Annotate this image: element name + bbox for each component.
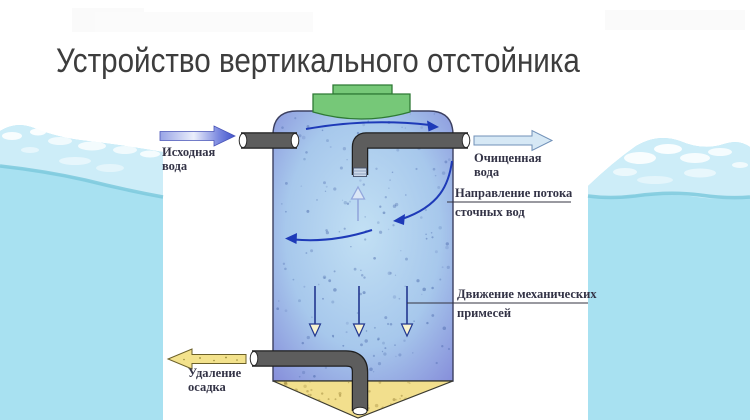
right-water-photo (587, 137, 750, 420)
flow-arrowheads (285, 120, 439, 244)
left-water-photo (0, 125, 164, 420)
label-sludge-line2: осадка (188, 380, 227, 394)
flow-arrow-bottom-curve (293, 229, 373, 242)
flow-arrowhead-right-icon (427, 120, 439, 132)
flow-arrow-top (305, 121, 431, 130)
label-sludge-removal: Удаление осадка (188, 366, 242, 394)
settling-arrows (308, 286, 414, 338)
label-sludge-line1: Удаление (188, 366, 242, 380)
sludge-flow-arrow-icon (166, 348, 247, 370)
right-foam (613, 144, 748, 184)
label-flow-direction: Направление потока сточных вод (455, 186, 573, 219)
inlet-pipe (238, 132, 300, 149)
label-outlet-line2: вода (474, 165, 500, 179)
sludge-pipe (249, 350, 369, 416)
label-inlet-line1: Исходная (162, 145, 216, 159)
internal-flow-arrows (293, 121, 453, 242)
right-waterline (587, 191, 750, 200)
label-outlet-water: Очищенная вода (474, 151, 542, 179)
settle-arrow-icon (308, 286, 322, 338)
left-foam (2, 128, 160, 172)
outlet-pipe (351, 132, 471, 177)
inlet-flow-arrow-icon (159, 125, 236, 147)
settle-arrow-icon (352, 286, 366, 338)
slide-title: Устройство вертикального отстойника (56, 42, 580, 80)
label-impurities-line2: примесей (457, 306, 511, 320)
label-flow-direction-line1: Направление потока (455, 186, 573, 200)
label-flow-direction-line2: сточных вод (455, 205, 525, 219)
outlet-flow-arrow-icon (473, 129, 554, 152)
label-outlet-line1: Очищенная (474, 151, 542, 165)
tank-cap (312, 84, 411, 120)
flow-arrow-right-curve (401, 160, 453, 220)
upflow-arrow-icon (350, 185, 366, 221)
label-impurities: Движение механических примесей (457, 287, 597, 320)
label-inlet-water: Исходная вода (162, 145, 216, 173)
flow-arrowhead-left-icon (393, 214, 405, 225)
sludge-arrow-speckles (183, 356, 238, 362)
left-water-body (0, 125, 163, 420)
top-artifacts (72, 8, 745, 32)
left-waterline (0, 164, 164, 199)
label-inlet-line2: вода (162, 159, 188, 173)
label-impurities-line1: Движение механических (457, 287, 597, 301)
settle-arrow-icon (400, 286, 414, 338)
right-water-body (588, 137, 750, 420)
flow-arrowhead-left2-icon (285, 233, 297, 244)
